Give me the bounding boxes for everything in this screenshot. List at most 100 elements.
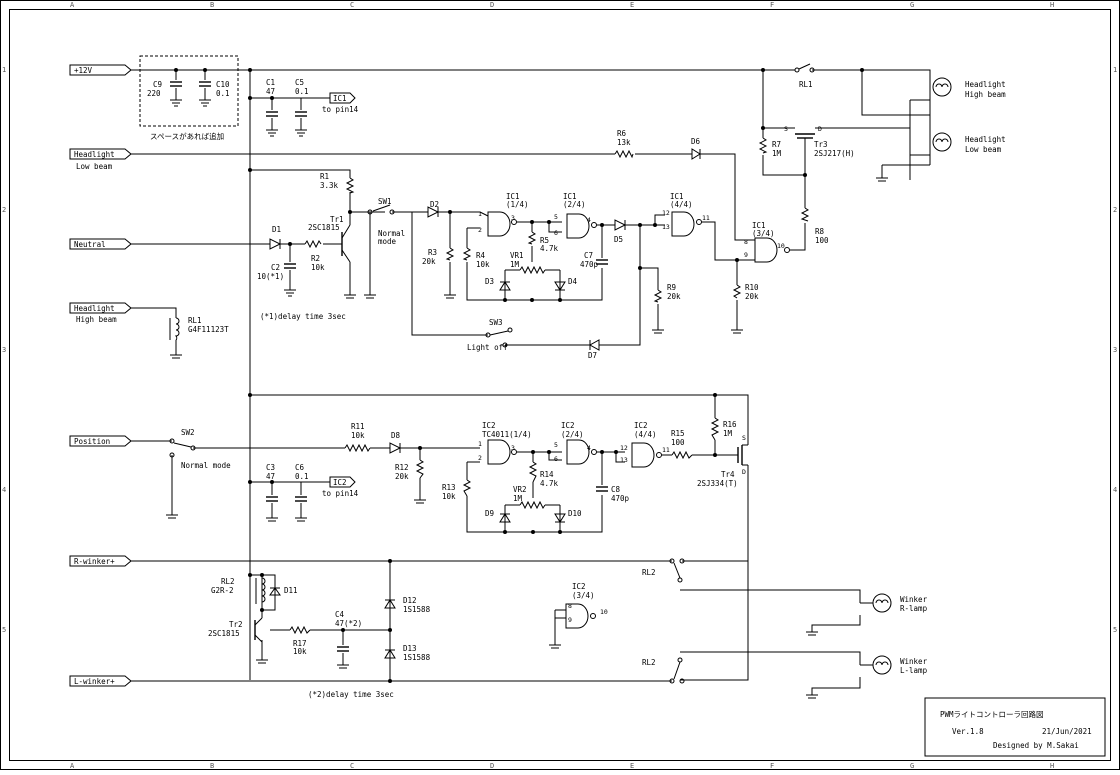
r17-value: 10k [293, 647, 307, 656]
flag-sublabel: to pin14 [322, 489, 359, 498]
tr1-value: 2SC1815 [308, 223, 340, 232]
ic1c-label: IC1 [752, 221, 766, 230]
tr2-value: 2SC1815 [208, 629, 240, 638]
c3-label: C3 [266, 463, 275, 472]
ic1a-label: IC1 [506, 192, 520, 201]
d13-label: D13 [403, 644, 417, 653]
row-label: 3 [1113, 346, 1117, 354]
delay-note-2: (*2)delay time 3sec [308, 690, 394, 699]
d13-value: 1S1588 [403, 653, 431, 662]
c9-value: 220 [147, 89, 161, 98]
d11-label: D11 [284, 586, 298, 595]
r3-value: 20k [422, 257, 436, 266]
d3-label: D3 [485, 277, 494, 286]
ic1a-unit: (1/4) [506, 200, 529, 209]
flag-label: IC2 [333, 478, 347, 487]
wires [131, 69, 931, 695]
tr1-label: Tr1 [330, 215, 344, 224]
rl1-contact-label: RL1 [799, 80, 813, 89]
svg-text:13: 13 [662, 223, 670, 231]
rl2a-label: RL2 [642, 568, 656, 577]
row-label: 4 [1113, 486, 1117, 494]
port-label: Position [74, 437, 110, 446]
d8-label: D8 [391, 431, 401, 440]
ic2b-label: IC2 [561, 421, 575, 430]
svg-text:10: 10 [777, 242, 785, 250]
resistor-symbols [289, 137, 810, 635]
d7-label: D7 [588, 351, 597, 360]
c2-label: C2 [271, 263, 280, 272]
ic2a-label: IC2 [482, 421, 496, 430]
vr2-label: VR2 [513, 485, 527, 494]
c6-label: C6 [295, 463, 305, 472]
row-label: 2 [2, 206, 6, 214]
version-text: Ver.1.8 [952, 727, 984, 736]
d4-label: D4 [568, 277, 578, 286]
port-headlight-high: Headlight High beam [69, 302, 132, 324]
col-label: B [210, 1, 214, 9]
ic1b-label: IC1 [563, 192, 577, 201]
svg-text:1: 1 [478, 210, 482, 218]
c8-label: C8 [611, 485, 621, 494]
col-label: D [490, 1, 494, 9]
switch-symbols [169, 63, 815, 684]
rl1-label: RL1 [188, 316, 202, 325]
col-label: G [910, 1, 914, 9]
svg-text:3: 3 [511, 444, 515, 452]
r7-value: 1M [772, 149, 782, 158]
r16-label: R16 [723, 420, 737, 429]
tr2-label: Tr2 [229, 620, 243, 629]
flag-label: IC1 [333, 94, 347, 103]
r2-value: 10k [311, 263, 325, 272]
row-label: 1 [2, 66, 6, 74]
col-label: A [70, 762, 75, 770]
svg-text:S: S [784, 125, 788, 133]
hl-low-label: Headlight [965, 135, 1006, 144]
r14-label: R14 [540, 470, 554, 479]
delay-note-1: (*1)delay time 3sec [260, 312, 346, 321]
rl2-label: RL2 [221, 577, 235, 586]
port-label: L-winker+ [74, 677, 115, 686]
col-label: C [350, 762, 354, 770]
hl-high-label: Headlight [965, 80, 1006, 89]
hl-high-sublabel: High beam [965, 90, 1006, 99]
r1-label: R1 [320, 172, 329, 181]
d10-label: D10 [568, 509, 582, 518]
date-text: 21/Jun/2021 [1042, 727, 1092, 736]
row-label: 4 [2, 486, 6, 494]
r13-value: 10k [442, 492, 456, 501]
winker-l-sublabel: L-lamp [900, 666, 928, 675]
col-label: E [630, 1, 634, 9]
c5-value: 0.1 [295, 87, 309, 96]
col-label: F [770, 1, 774, 9]
c6-value: 0.1 [295, 472, 309, 481]
winker-r-sublabel: R-lamp [900, 604, 928, 613]
sw3-label: SW3 [489, 318, 503, 327]
vr1-value: 1M [510, 260, 520, 269]
r14-value: 4.7k [540, 479, 559, 488]
designer-text: Designed by M.Sakai [993, 741, 1079, 750]
c3-value: 47 [266, 472, 275, 481]
diode-symbols [269, 148, 701, 659]
tr3-label: Tr3 [814, 140, 828, 149]
r13-label: R13 [442, 483, 456, 492]
vr2-value: 1M [513, 494, 523, 503]
title-block: PWMライトコントローラ回路図 Ver.1.8 21/Jun/2021 Desi… [924, 697, 1106, 757]
row-label: 5 [2, 626, 6, 634]
ic1c-unit: (3/4) [752, 229, 775, 238]
r16-value: 1M [723, 429, 733, 438]
flag-sublabel: to pin14 [322, 105, 359, 114]
d2-label: D2 [430, 200, 439, 209]
load-labels: Headlight High beam Headlight Low beam W… [900, 80, 1006, 675]
svg-text:4: 4 [587, 444, 591, 452]
row-label: 3 [2, 346, 6, 354]
r6-label: R6 [617, 129, 627, 138]
sw3-mode: Light off [467, 343, 508, 352]
col-label: F [770, 762, 774, 770]
r2-label: R2 [311, 254, 320, 263]
rl1-value: G4F11123T [188, 325, 229, 334]
c7-value: 470p [580, 260, 599, 269]
ic1b-unit: (2/4) [563, 200, 586, 209]
